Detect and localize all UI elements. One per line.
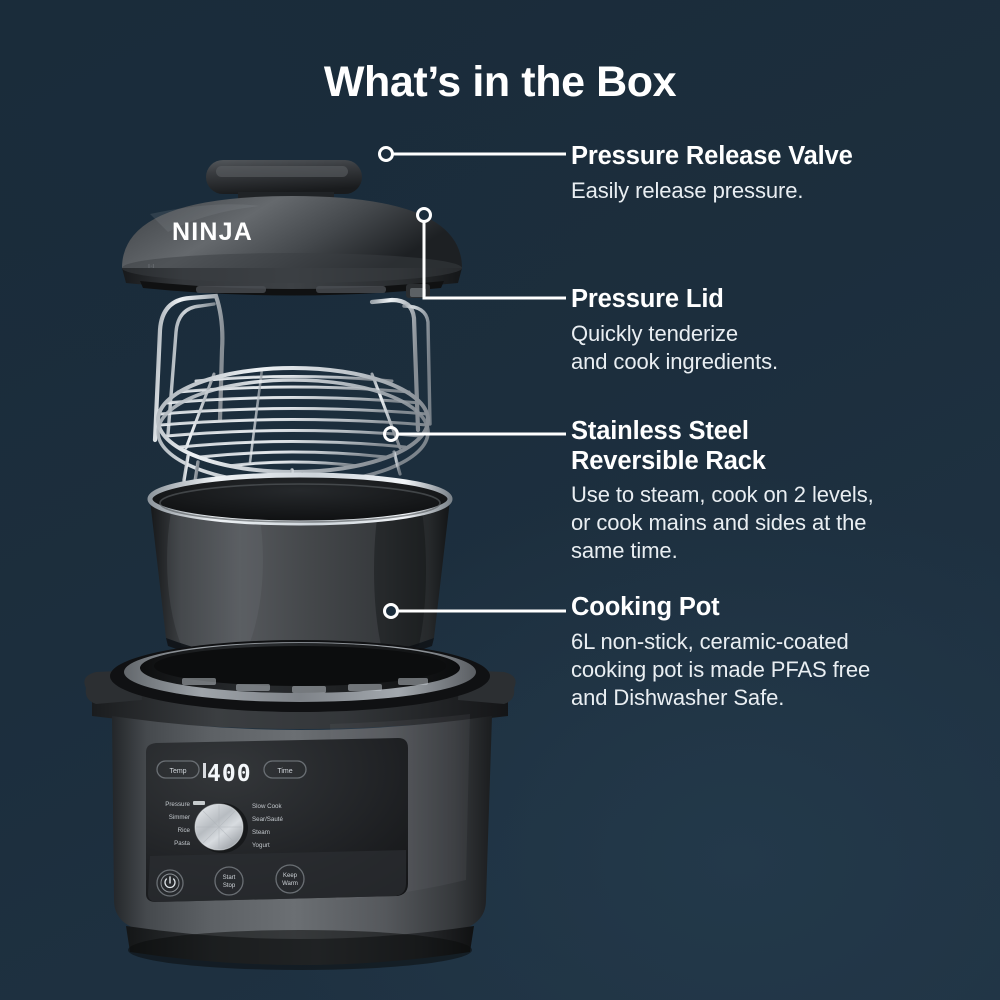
temp-button[interactable]: Temp — [156, 760, 200, 779]
program-slow-cook: Slow Cook — [252, 803, 282, 810]
program-simmer: Simmer — [169, 814, 190, 821]
callout-body: Quickly tenderize and cook ingredients. — [571, 320, 779, 374]
stainless-steel-reversible-rack — [152, 293, 432, 503]
led-display: 400 — [203, 761, 252, 787]
program-yogurt: Yogurt — [252, 842, 270, 849]
time-button-label: Time — [277, 768, 292, 775]
display-value: 400 — [207, 761, 252, 787]
callout-pressure-lid: Pressure Lid Quickly tenderize and cook … — [571, 285, 778, 376]
keep-warm-label-1: Keep — [283, 873, 298, 879]
callout-body: Use to steam, cook on 2 levels, or cook … — [571, 482, 874, 564]
leader-stainless-steel-reversible-rack — [383, 426, 566, 442]
start-stop-label-2: Stop — [223, 883, 236, 889]
control-panel: Temp 400 Time Pressure Simmer Rice P — [146, 738, 408, 902]
callout-stainless-steel-reversible-rack: Stainless Steel Reversible Rack Use to s… — [571, 417, 874, 566]
callout-heading: Stainless Steel Reversible Rack — [571, 417, 766, 475]
time-button[interactable]: Time — [263, 760, 307, 779]
svg-text:ı·ı: ı·ı — [148, 263, 154, 270]
start-stop-button[interactable]: Start Stop — [214, 866, 244, 896]
selector-knob[interactable] — [194, 803, 248, 853]
program-steam: Steam — [252, 829, 270, 836]
callout-heading: Cooking Pot — [571, 593, 720, 621]
start-stop-label-1: Start — [223, 875, 236, 881]
pressure-indicator-led — [193, 801, 205, 805]
leader-pressure-lid — [416, 207, 566, 300]
page-title: What’s in the Box — [323, 58, 677, 106]
callout-body: 6L non-stick, ceramic-coated cooking pot… — [571, 628, 871, 710]
leader-cooking-pot — [383, 603, 566, 619]
keep-warm-label-2: Warm — [282, 881, 298, 887]
program-sear-saute: Sear/Sauté — [252, 816, 284, 823]
program-pressure: Pressure — [165, 801, 190, 808]
callout-pressure-release-valve: Pressure Release Valve Easily release pr… — [571, 142, 853, 205]
cooker-base: Temp 400 Time Pressure Simmer Rice P — [84, 640, 516, 970]
power-button[interactable] — [156, 869, 184, 897]
program-pasta: Pasta — [174, 840, 190, 847]
leader-pressure-release-valve — [378, 146, 566, 162]
callout-cooking-pot: Cooking Pot 6L non-stick, ceramic-coated… — [571, 593, 870, 712]
temp-button-label: Temp — [169, 768, 186, 775]
callout-heading: Pressure Release Valve — [571, 142, 853, 170]
brand-logo: NINJA — [172, 218, 253, 246]
program-rice: Rice — [178, 827, 191, 834]
pressure-lid-assembly: NINJA ı·ı — [122, 160, 462, 298]
callout-heading: Pressure Lid — [571, 285, 724, 313]
keep-warm-button[interactable]: Keep Warm — [275, 864, 305, 894]
callout-body: Easily release pressure. — [571, 177, 804, 203]
cooking-pot — [147, 472, 453, 670]
